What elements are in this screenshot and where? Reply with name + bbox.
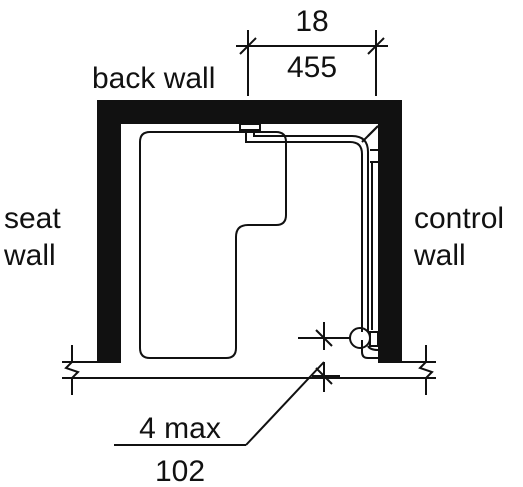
leader-line: [245, 361, 325, 446]
control-wall-label-line1: control: [414, 202, 504, 235]
grab-bar: [239, 123, 379, 359]
right-break-line: [418, 345, 434, 395]
dimension-4-max-label: 4 max: [139, 412, 221, 445]
shower-walls: [97, 100, 402, 362]
control-valve-body: [369, 331, 379, 347]
offset-dimension: 4 max 102: [114, 322, 350, 487]
left-break-line: [64, 345, 80, 395]
control-wall: [378, 100, 402, 362]
dimension-455-label: 455: [287, 51, 337, 84]
dimension-102-label: 102: [155, 455, 205, 487]
back-wall: [97, 100, 402, 124]
shower-seat: [139, 131, 287, 359]
seat-wall: [97, 100, 121, 362]
seat-wall-label-line1: seat: [4, 202, 61, 235]
seat-wall-label-line2: wall: [3, 239, 56, 272]
back-wall-label: back wall: [92, 62, 215, 95]
top-dimension: 18 455: [236, 5, 388, 96]
floor-lines: [62, 345, 436, 395]
control-wall-label-line2: wall: [413, 239, 466, 272]
shower-control: [349, 327, 371, 349]
dimension-18-label: 18: [295, 5, 328, 38]
